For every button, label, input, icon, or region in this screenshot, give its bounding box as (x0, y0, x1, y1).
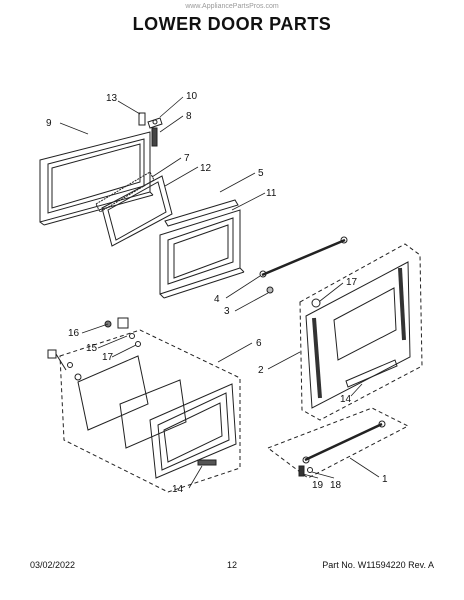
part-6-glass-panels (77, 355, 187, 449)
part-3-fastener (266, 286, 274, 294)
callout-19: 19 (312, 480, 324, 491)
callout-11: 11 (266, 188, 277, 199)
callout-4: 4 (214, 294, 220, 305)
callout-6: 6 (256, 338, 262, 349)
callout-14-left: 14 (172, 484, 184, 495)
part-11-inner-panel (159, 209, 245, 299)
part-9-door-frame (39, 131, 154, 226)
part-6-door-assembly (59, 329, 241, 493)
part-19-18-fasteners (298, 465, 313, 477)
callout-16: 16 (68, 328, 80, 339)
part-2-door-panel (305, 261, 411, 409)
leader-lines (59, 96, 380, 489)
callout-17-left: 17 (102, 352, 114, 363)
callout-14-right: 14 (340, 394, 352, 405)
callout-18: 18 (330, 480, 342, 491)
callout-3: 3 (224, 306, 230, 317)
callout-15: 15 (86, 343, 98, 354)
callout-2: 2 (258, 365, 264, 376)
part-6-outer-door (149, 383, 237, 479)
callout-13: 13 (106, 93, 118, 104)
callout-7: 7 (184, 153, 190, 164)
part-8-hinge (151, 127, 158, 147)
part-4-handle-rod (259, 236, 348, 278)
page-title: LOWER DOOR PARTS (132, 14, 332, 34)
footer-part-number: Part No. W11594220 Rev. A (322, 560, 434, 570)
part-12-gasket (101, 175, 173, 247)
callout-17-right: 17 (346, 277, 358, 288)
watermark-text: www.AppliancePartsPros.com (185, 3, 279, 10)
footer-date: 03/02/2022 (30, 560, 76, 570)
part-13-bracket (138, 112, 146, 126)
callout-12: 12 (200, 163, 212, 174)
callout-10: 10 (186, 91, 198, 102)
part-16-hinge (47, 317, 129, 371)
callout-numbers: 13 10 9 8 7 12 5 11 6 16 15 17 14 4 3 17… (46, 91, 388, 495)
callout-9: 9 (46, 118, 52, 129)
callout-8: 8 (186, 111, 192, 122)
part-15-screw (67, 333, 135, 368)
footer-page-number: 12 (226, 560, 237, 570)
callout-5: 5 (258, 168, 264, 179)
part-10-clip (147, 117, 163, 129)
part-17-washer (74, 341, 141, 381)
part-1-handle-rod (266, 407, 410, 479)
part-5-trim (164, 199, 239, 227)
callout-1: 1 (382, 474, 388, 485)
part-2-door-assembly (299, 243, 423, 421)
